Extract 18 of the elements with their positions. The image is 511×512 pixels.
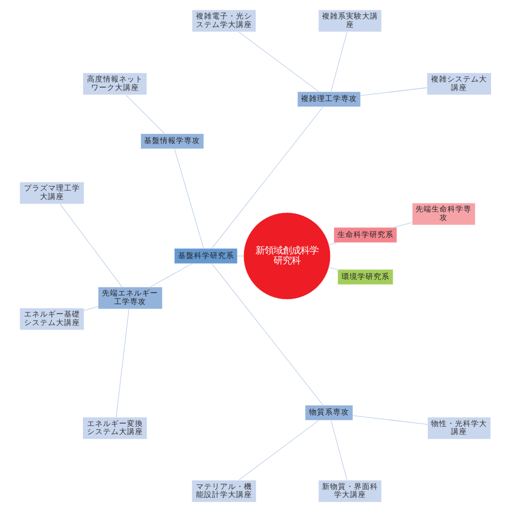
connector [360, 87, 428, 96]
connector [352, 415, 428, 425]
connector [212, 106, 324, 249]
connector [394, 222, 412, 228]
connector [238, 32, 319, 92]
connector [150, 263, 192, 288]
connector [330, 420, 348, 480]
connector [84, 306, 98, 311]
node-circle: 新領域創成科学研究科 [243, 212, 331, 300]
connector [126, 94, 165, 134]
connector [330, 32, 348, 92]
connector [174, 148, 204, 249]
connector [328, 242, 338, 245]
connector [60, 204, 122, 288]
connector [212, 263, 324, 406]
connector [238, 420, 319, 480]
connector [328, 267, 338, 270]
connector [116, 308, 130, 418]
